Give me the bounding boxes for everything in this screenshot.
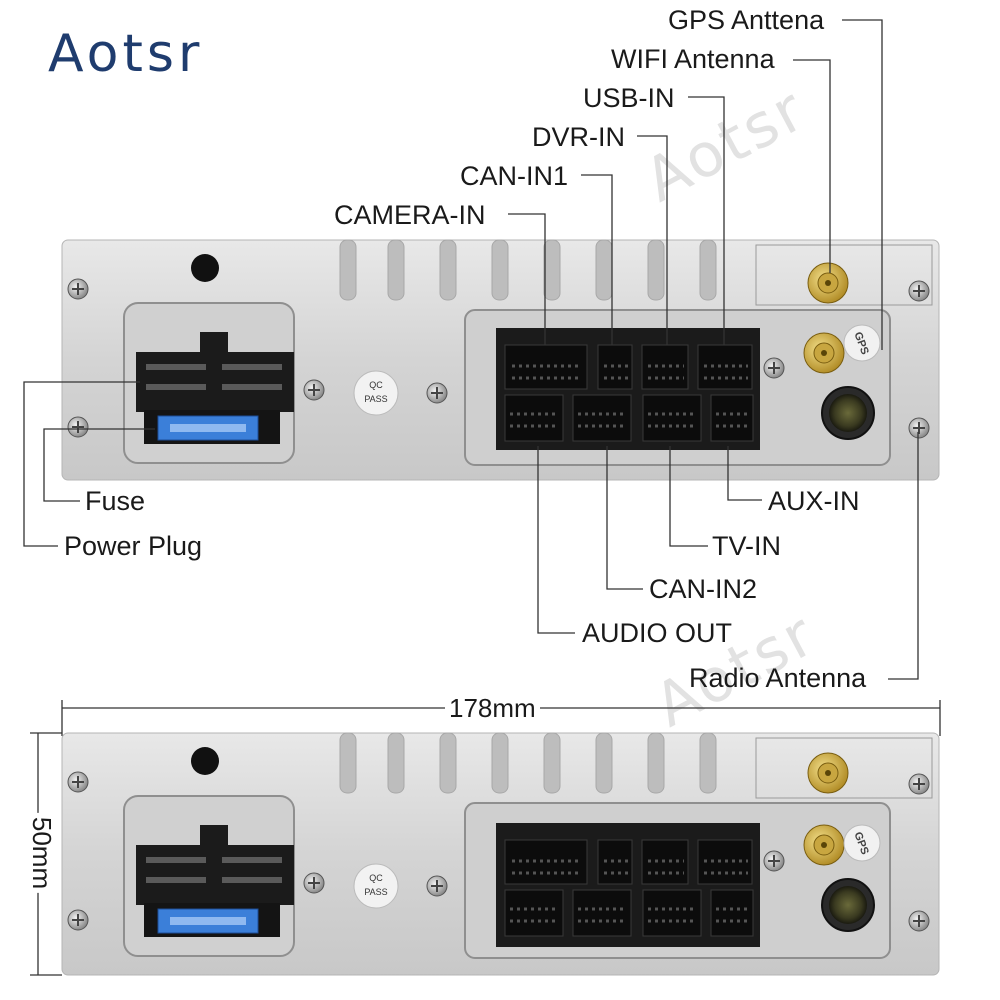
label-fuse: Fuse [85, 486, 146, 516]
leader-usb [688, 96, 725, 345]
label-can-in2: CAN-IN2 [649, 574, 758, 604]
label-power-plug: Power Plug [64, 531, 203, 561]
svg-text:QC: QC [369, 873, 383, 883]
label-dvr-in: DVR-IN [532, 122, 625, 152]
label-wifi-antenna: WIFI Antenna [611, 44, 775, 74]
gps-antenna-connector: GPS [803, 324, 881, 374]
fuse [157, 908, 259, 934]
screw [426, 382, 448, 404]
label-gps-antenna: GPS Anttena [668, 5, 825, 35]
bottom-panel: QC PASS [61, 732, 940, 976]
leader-fuse [43, 428, 155, 502]
screw [303, 379, 325, 401]
screw [908, 910, 930, 932]
leader-gps [842, 19, 883, 350]
main-connector-block [496, 823, 760, 947]
wifi-antenna-connector [807, 262, 849, 304]
wifi-antenna-connector [807, 752, 849, 794]
screw [908, 280, 930, 302]
screw [303, 872, 325, 894]
svg-text:PASS: PASS [364, 394, 387, 404]
dimension-width: 178mm [445, 695, 540, 721]
label-usb-in: USB-IN [583, 83, 675, 113]
screw [67, 416, 89, 438]
leader-tv [669, 446, 708, 547]
leader-aux [727, 446, 762, 501]
svg-text:PASS: PASS [364, 887, 387, 897]
label-audio-out: AUDIO OUT [582, 618, 733, 648]
screw [908, 417, 930, 439]
screw [908, 773, 930, 795]
leader-power [23, 381, 140, 547]
screw [67, 909, 89, 931]
leader-lines [23, 19, 919, 680]
screw [763, 357, 785, 379]
top-panel: QC PASS [61, 239, 940, 481]
leader-camera [508, 213, 546, 345]
label-radio-antenna: Radio Antenna [689, 663, 867, 693]
dimension-height: 50mm [27, 812, 57, 894]
leader-can2 [606, 446, 643, 590]
svg-text:QC: QC [369, 380, 383, 390]
leader-can1 [581, 174, 613, 345]
label-tv-in: TV-IN [712, 531, 782, 561]
screw [763, 850, 785, 872]
qc-pass-sticker: QC PASS [353, 370, 399, 416]
leader-audio [537, 446, 575, 634]
label-camera-in: CAMERA-IN [334, 200, 486, 230]
gps-antenna-connector: GPS [803, 824, 881, 866]
leader-dvr [637, 135, 668, 345]
radio-antenna-connector [821, 386, 875, 440]
label-can-in1: CAN-IN1 [460, 161, 569, 191]
screw [426, 875, 448, 897]
screw [67, 278, 89, 300]
fuse [157, 415, 259, 441]
qc-pass-sticker: QC PASS [353, 863, 399, 909]
label-aux-in: AUX-IN [768, 486, 860, 516]
screw [67, 771, 89, 793]
leader-wifi [793, 59, 831, 273]
main-connector-block [496, 328, 760, 450]
leader-radio [888, 432, 919, 680]
radio-antenna-connector [821, 878, 875, 932]
brand-logo: Aotsr [48, 24, 204, 84]
